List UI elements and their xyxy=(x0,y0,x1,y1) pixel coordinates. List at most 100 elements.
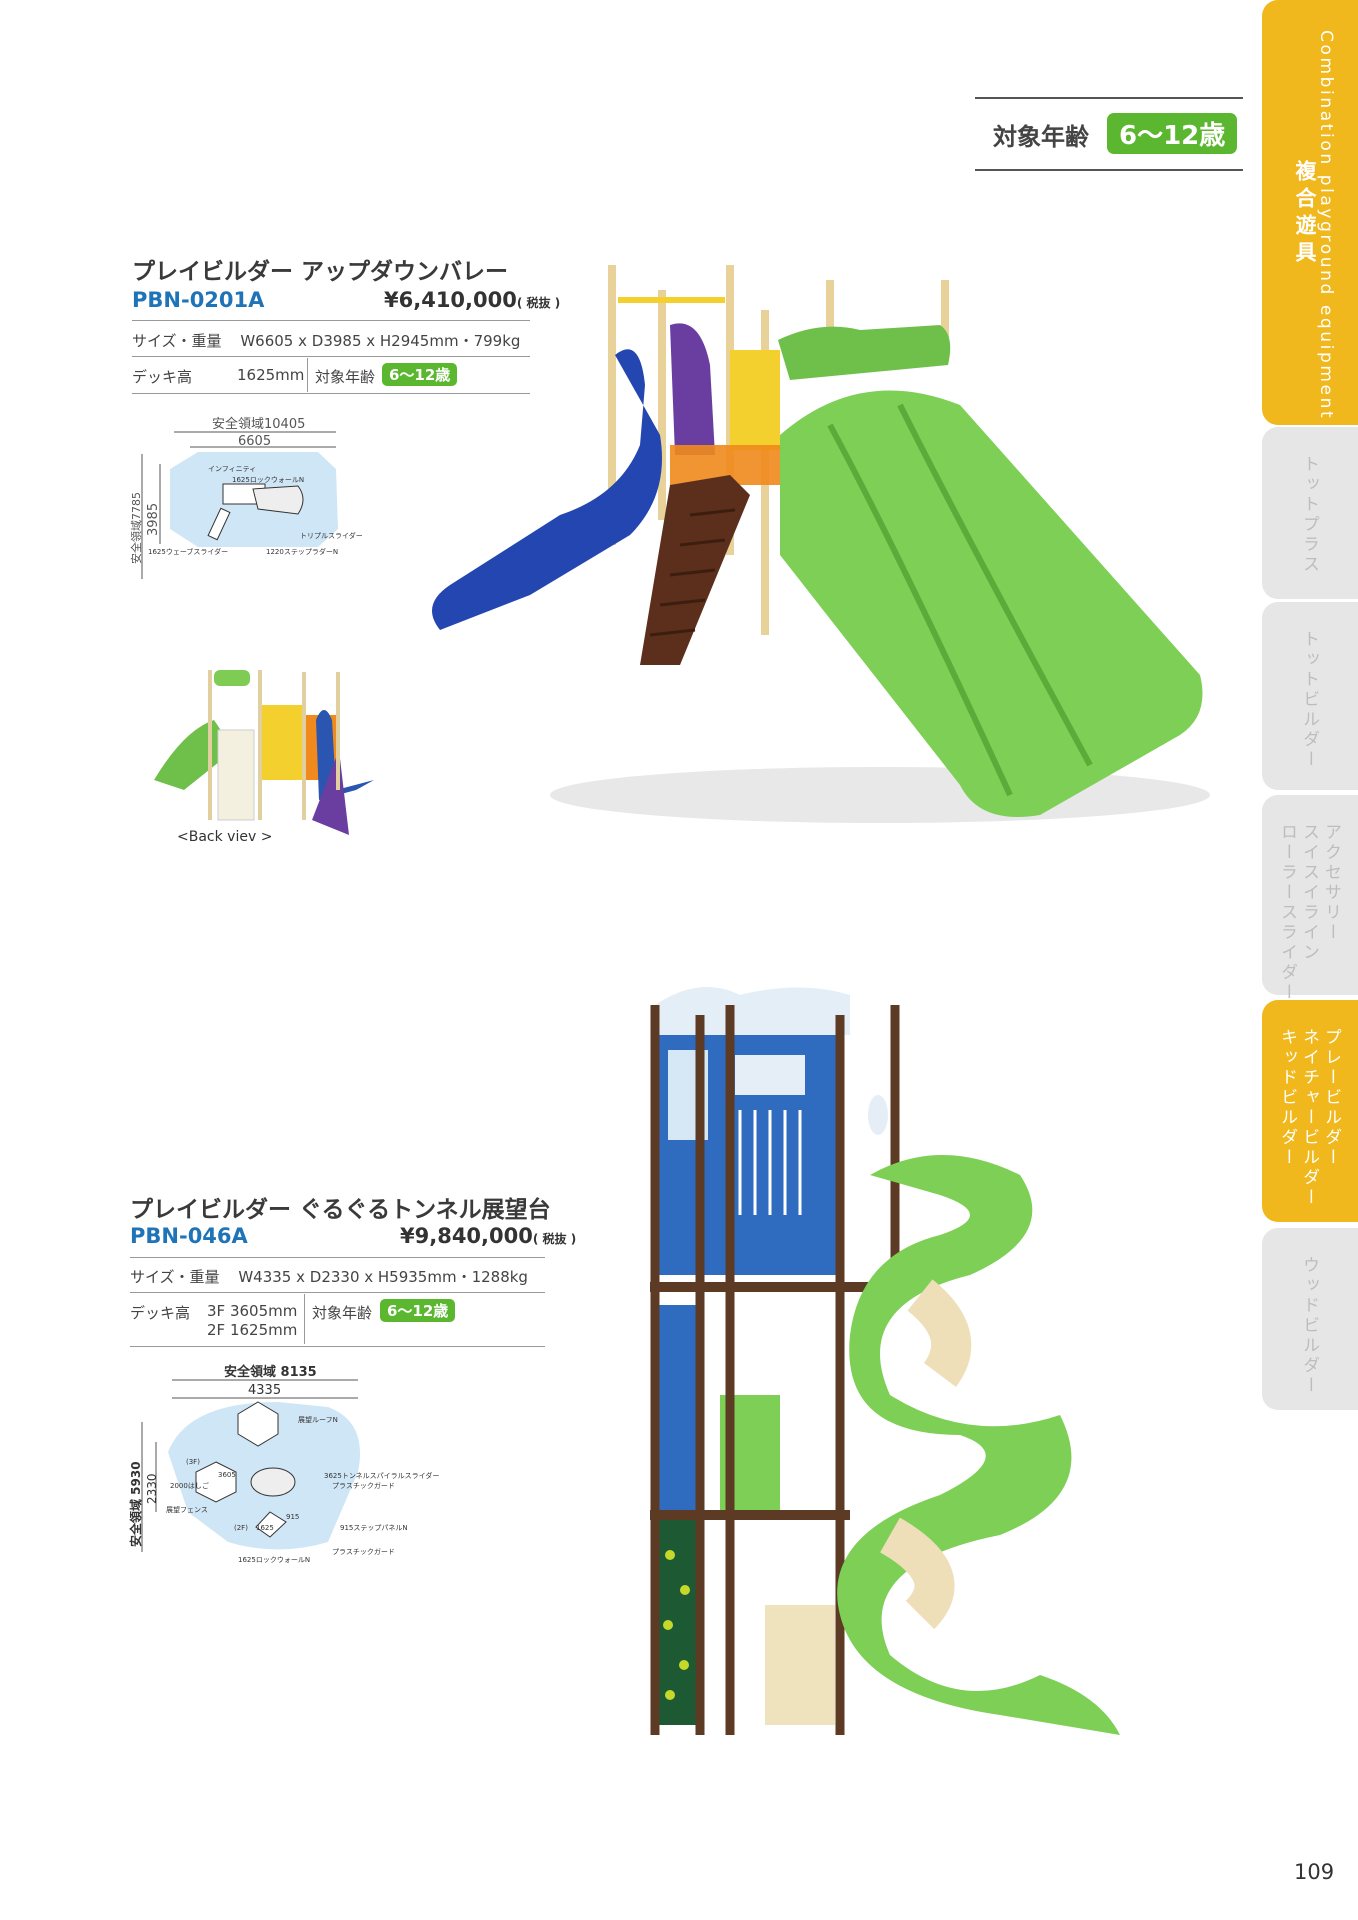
tab-label: ウッドビルダー xyxy=(1299,1256,1319,1396)
divider xyxy=(307,358,308,392)
plan-label: 1625ロックウォールN xyxy=(238,1556,310,1564)
step-ladder xyxy=(640,475,750,665)
back-view-caption: <Back viev > xyxy=(177,829,273,845)
product1-plan-diagram: 安全領域10405 6605 安全領域7785 3985 インフィニティ 162… xyxy=(129,416,363,579)
tab-tot-plus[interactable]: トットプラス xyxy=(1262,427,1358,599)
plan-width: 6605 xyxy=(238,434,271,449)
plan-label: (2F) xyxy=(234,1524,248,1532)
size-value: W4335 x D2330 x H5935mm・1288kg xyxy=(238,1268,528,1286)
plan-label: 1625ウェーブスライダー xyxy=(148,547,228,556)
shadow-shape xyxy=(550,767,1210,823)
deck-value-2f: 2F 1625mm xyxy=(207,1321,298,1339)
product1-price: ¥6,410,000( 税抜 ) xyxy=(384,288,560,312)
observation-roof-shape xyxy=(237,1401,279,1447)
plan-safety-depth: 安全領域7785 xyxy=(129,492,143,564)
plan-label: 1625 xyxy=(256,1524,274,1532)
plan-label: 915ステップパネルN xyxy=(340,1524,408,1532)
plan-label: 2000はしご xyxy=(170,1481,209,1490)
tab-label: トットビルダー xyxy=(1299,630,1319,770)
3f-deck-shape xyxy=(195,1461,237,1503)
plan-label: インフィニティ xyxy=(208,465,256,473)
purple-climber xyxy=(670,323,715,455)
divider xyxy=(130,1257,545,1258)
rock-holds xyxy=(663,1550,690,1700)
blue-slide-shape xyxy=(316,710,374,800)
divider xyxy=(130,1292,545,1293)
product2-code: PBN-046A xyxy=(130,1224,248,1248)
2f-deck-shape xyxy=(255,1511,287,1538)
wave-slide-shape xyxy=(207,507,231,541)
age-label: 対象年齢 xyxy=(315,368,376,386)
bars xyxy=(738,1110,802,1215)
size-value: W6605 x D3985 x H2945mm・799kg xyxy=(240,332,521,350)
tab-combination-playground[interactable]: Combination playground equipment 複合遊具 xyxy=(1262,0,1358,425)
product2-plan-diagram: 安全領域 8135 4335 安全領域 5930 2330 展望ルーフN (3F… xyxy=(128,1364,439,1564)
window xyxy=(735,1055,805,1095)
plan-label: 展望フェンス xyxy=(166,1505,208,1514)
plan-safety-width: 安全領域 8135 xyxy=(224,1364,317,1380)
plan-label: 1625ロックウォールN xyxy=(232,476,304,484)
tab-play-builder[interactable]: プレービルダー ネイチャービルダー キッドビルダー xyxy=(1262,1000,1358,1222)
plan-label: 915 xyxy=(286,1513,299,1521)
divider xyxy=(130,1346,545,1347)
tab-label: アクセサリー スイスイライン ローラースライダー xyxy=(1277,823,1341,1003)
step-panel xyxy=(765,1605,835,1725)
plan-label: 1220ステップラダーN xyxy=(266,547,338,556)
plan-label: (3F) xyxy=(186,1458,200,1466)
deck-value-3f: 3F 3605mm xyxy=(207,1302,298,1320)
plan-depth: 2330 xyxy=(145,1473,159,1504)
plan-safety-depth: 安全領域 5930 xyxy=(128,1461,143,1547)
page-number: 109 xyxy=(1294,1860,1335,1884)
target-age-header: 対象年齢 6～12歳 xyxy=(975,97,1243,171)
tab-wood-builder[interactable]: ウッドビルダー xyxy=(1262,1228,1358,1410)
target-age-label: 対象年齢 xyxy=(993,123,1089,151)
tab-en-label: Combination playground equipment xyxy=(1316,30,1336,421)
plan-label: 展望ルーフN xyxy=(298,1415,338,1424)
rock-wall xyxy=(655,1520,700,1725)
rock-wall-panel xyxy=(217,729,255,821)
triple-slide-shape xyxy=(252,485,304,515)
plan-safety-width: 安全領域10405 xyxy=(212,416,305,432)
tab-jp-label: 複合遊具 xyxy=(1293,160,1317,268)
slide-ridge xyxy=(827,423,1013,797)
ladder-steps xyxy=(649,508,736,637)
deck-label: デッキ高 xyxy=(132,368,193,386)
tax-note: ( 税抜 ) xyxy=(516,296,561,310)
slide-ridge xyxy=(897,403,1093,767)
2f-blue-panel xyxy=(655,1305,700,1515)
yellow-panel xyxy=(262,705,302,780)
roof-shape xyxy=(214,670,250,686)
green-roof xyxy=(778,325,951,380)
product2-main-image xyxy=(650,987,1120,1735)
product1-code: PBN-0201A xyxy=(132,288,265,312)
product1-main-image xyxy=(432,265,1210,823)
divider xyxy=(132,320,530,321)
tab-tot-builder[interactable]: トットビルダー xyxy=(1262,602,1358,790)
plan-label: プラスチックガード xyxy=(332,1547,395,1556)
spiral-slide-shape xyxy=(250,1467,296,1497)
cloud-panel xyxy=(655,987,850,1035)
product1-title: プレイビルダー アップダウンバレー xyxy=(132,259,509,285)
price-value: ¥9,840,000 xyxy=(400,1224,533,1248)
slide-shape xyxy=(154,720,234,790)
deck-value: 1625mm xyxy=(237,366,305,384)
plan-label: トリプルスライダー xyxy=(300,531,363,540)
age-badge: 6～12歳 xyxy=(380,1299,456,1322)
plan-label: 3605 xyxy=(218,1471,236,1479)
divider xyxy=(132,356,530,357)
target-age-badge: 6～12歳 xyxy=(1107,113,1238,154)
product2-title: プレイビルダー ぐるぐるトンネル展望台 xyxy=(130,1197,551,1223)
age-badge: 6～12歳 xyxy=(382,363,458,386)
blue-wave-slide xyxy=(432,349,662,630)
tab-accessory[interactable]: アクセサリー スイスイライン ローラースライダー xyxy=(1262,795,1358,1003)
yellow-panel xyxy=(730,350,780,450)
tax-note: ( 税抜 ) xyxy=(532,1232,577,1246)
plan-depth: 3985 xyxy=(146,503,161,536)
plan-label: 3625トンネルスパイラルスライダー xyxy=(324,1471,439,1480)
divider xyxy=(304,1294,305,1344)
size-label: サイズ・重量 xyxy=(132,332,222,350)
plan-label: プラスチックガード xyxy=(332,1481,395,1490)
product1-back-view-image xyxy=(154,670,374,835)
tab-label: プレービルダー ネイチャービルダー キッドビルダー xyxy=(1277,1028,1341,1208)
product2-price: ¥9,840,000( 税抜 ) xyxy=(400,1224,576,1248)
